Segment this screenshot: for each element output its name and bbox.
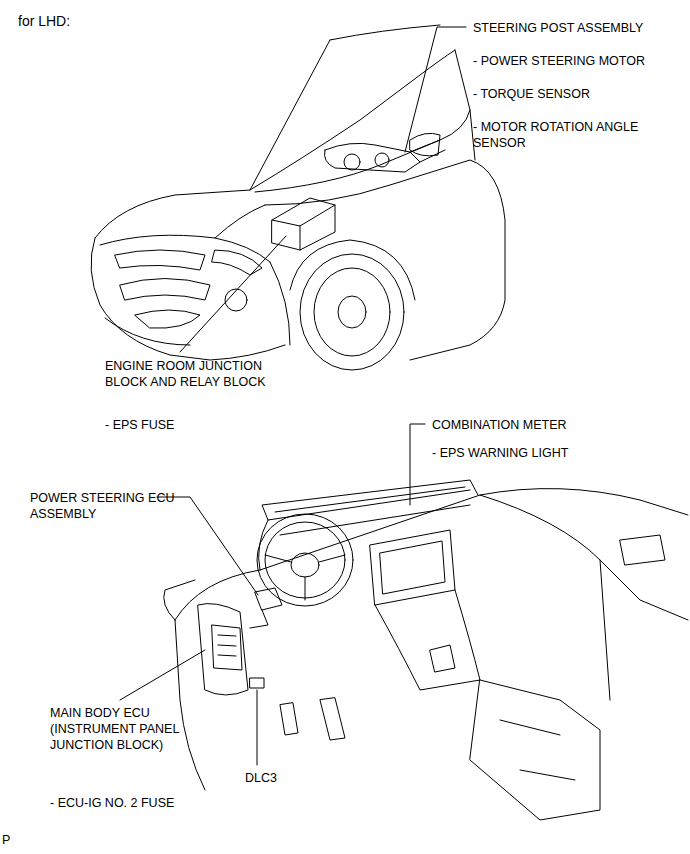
diagram-title: for LHD: [18,12,70,30]
part-name: POWER STEERING ECU ASSEMBLY [30,490,180,522]
sub-part-name: - TORQUE SENSOR [473,86,590,102]
part-name: ENGINE ROOM JUNCTION BLOCK AND RELAY BLO… [105,358,280,390]
part-name: COMBINATION METER [432,417,567,433]
sub-part-name: - ECU-IG NO. 2 FUSE [50,795,174,811]
sub-part-name: - EPS WARNING LIGHT [432,445,568,461]
part-name: MAIN BODY ECU (INSTRUMENT PANEL JUNCTION… [50,705,200,753]
figure-code: P [2,832,10,848]
sub-part-name: - EPS FUSE [105,417,174,433]
sub-part-name: - MOTOR ROTATION ANGLE SENSOR [473,119,673,151]
part-name: DLC3 [245,770,277,786]
part-name: STEERING POST ASSEMBLY [473,20,643,36]
sub-part-name: - POWER STEERING MOTOR [473,53,645,69]
